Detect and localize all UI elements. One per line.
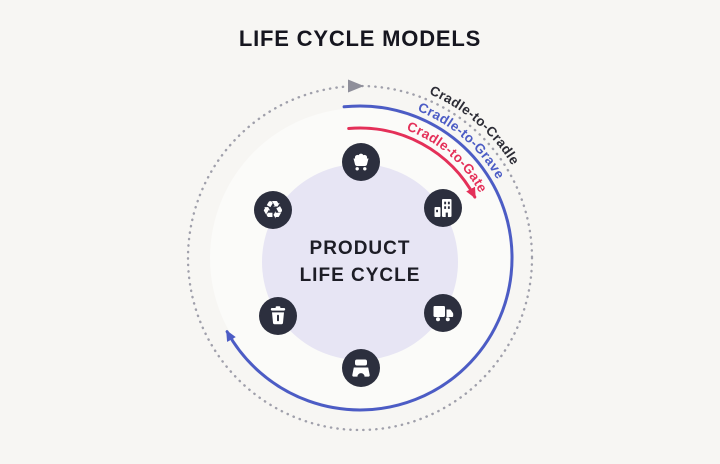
center-label-line2: LIFE CYCLE: [300, 265, 421, 286]
stage-node-distribution: [424, 294, 462, 332]
center-label-line1: PRODUCT: [310, 238, 411, 259]
stage-node-manufacturing: [424, 189, 462, 227]
page-title: LIFE CYCLE MODELS: [238, 26, 482, 51]
stage-node-raw-materials: [342, 143, 380, 181]
trash-icon: [270, 306, 286, 325]
truck-icon: [433, 306, 454, 322]
stage-node-recycling: ♻: [254, 191, 292, 229]
outer-dotted-ring: [186, 84, 534, 432]
center-circle: [262, 164, 458, 360]
recycle-icon: ♻: [262, 196, 284, 225]
ring-direction-arrow-icon: [348, 79, 364, 93]
factory-icon: [434, 199, 452, 217]
stage-circle: [254, 191, 292, 229]
cradle-to-gate-arc: [347, 126, 477, 199]
stage-node-use: [342, 349, 380, 387]
mining-cart-icon: [353, 153, 369, 171]
shopping-bag-icon: [352, 359, 370, 377]
stage-node-disposal: [259, 297, 297, 335]
cradle-to-grave-arc: [225, 104, 514, 412]
